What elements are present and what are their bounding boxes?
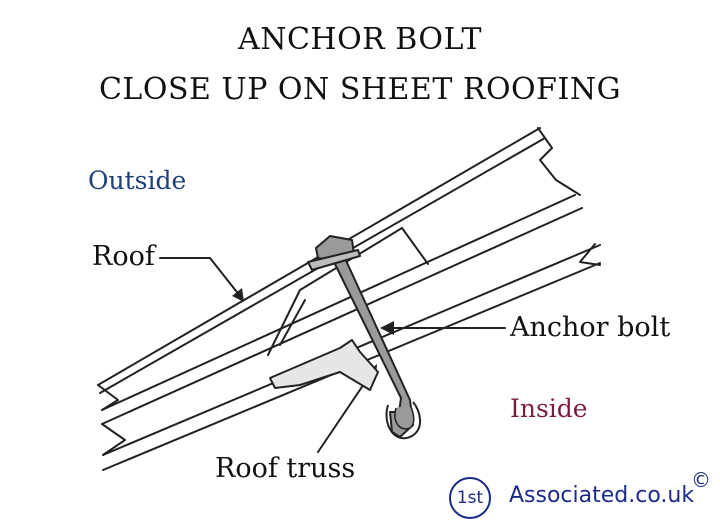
page-title-line2: CLOSE UP ON SHEET ROOFING <box>98 72 622 107</box>
anchor-bolt-washer <box>307 249 361 271</box>
anchor-bolt-hook <box>385 401 421 440</box>
label-roof: Roof <box>92 241 155 272</box>
label-inside: Inside <box>510 394 588 423</box>
truss-bracket <box>269 339 379 391</box>
copyright-symbol: © <box>691 468 711 492</box>
break-mark-left-top <box>97 384 119 411</box>
break-mark-right-bottom <box>579 243 601 266</box>
label-anchor-bolt: Anchor bolt <box>510 312 671 343</box>
roof-arrow-head <box>232 288 244 302</box>
label-roof-truss: Roof truss <box>215 453 356 484</box>
roof-pointer-line <box>159 257 241 297</box>
packer-inner <box>279 299 306 346</box>
label-outside: Outside <box>88 166 187 195</box>
break-mark-left-bottom <box>101 423 126 456</box>
anchor-bolt-arrow-head <box>380 321 394 335</box>
break-mark-right-top <box>537 127 581 196</box>
site-logo: 1st Associated.co.uk © <box>447 468 717 522</box>
logo-text: Associated.co.uk <box>509 483 695 508</box>
roof-batten-line-a <box>101 194 576 411</box>
logo-circle: 1st <box>449 477 491 519</box>
page-title-line1: ANCHOR BOLT <box>238 22 482 57</box>
roof-batten-line-b <box>101 207 583 425</box>
anchor-bolt-hook-inner <box>394 404 415 430</box>
